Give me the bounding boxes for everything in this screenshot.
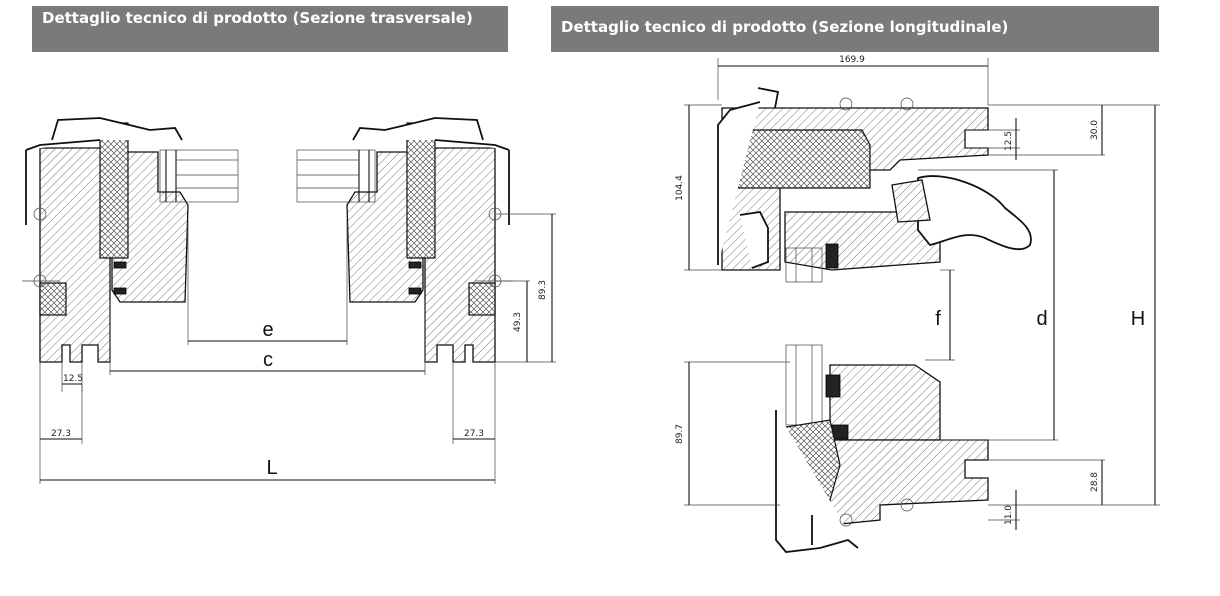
right-dimensions: [684, 58, 1160, 530]
dim-104-4: 104.4: [675, 175, 685, 201]
label-f: f: [935, 308, 941, 330]
label-c: c: [263, 349, 273, 371]
dim-89-7: 89.7: [675, 424, 685, 444]
dim-169-9: 169.9: [839, 55, 865, 65]
header-longitudinal-section: Dettaglio tecnico di prodotto (Sezione l…: [551, 6, 1159, 52]
left-dimensions: [39, 213, 556, 484]
header-cross-section: Dettaglio tecnico di prodotto (Sezione t…: [32, 6, 508, 52]
label-d: d: [1036, 308, 1047, 330]
dim-27-3-right: 27.3: [464, 429, 484, 439]
dim-12-5-right: 12.5: [1004, 131, 1014, 151]
label-e: e: [262, 319, 273, 341]
top-frame-profile: [717, 87, 1032, 283]
bottom-frame-profile: [775, 344, 989, 553]
dim-89-3: 89.3: [538, 280, 548, 300]
dim-49-3: 49.3: [513, 312, 523, 332]
dim-30-0: 30.0: [1090, 120, 1100, 140]
dim-12-5: 12.5: [63, 374, 83, 384]
dim-11-0: 11.0: [1004, 505, 1014, 525]
label-H: H: [1131, 308, 1145, 330]
left-frame-profile: [22, 117, 239, 363]
dim-27-3-left: 27.3: [51, 429, 71, 439]
right-labels: 169.9 104.4 30.0 12.5 89.7 28.8 11.0 f d…: [675, 55, 1145, 525]
left-labels: e c L 12.5 27.3 27.3 49.3 89.3: [51, 280, 548, 479]
right-frame-profile: [296, 117, 513, 363]
label-L: L: [266, 457, 277, 479]
dim-28-8: 28.8: [1090, 472, 1100, 492]
